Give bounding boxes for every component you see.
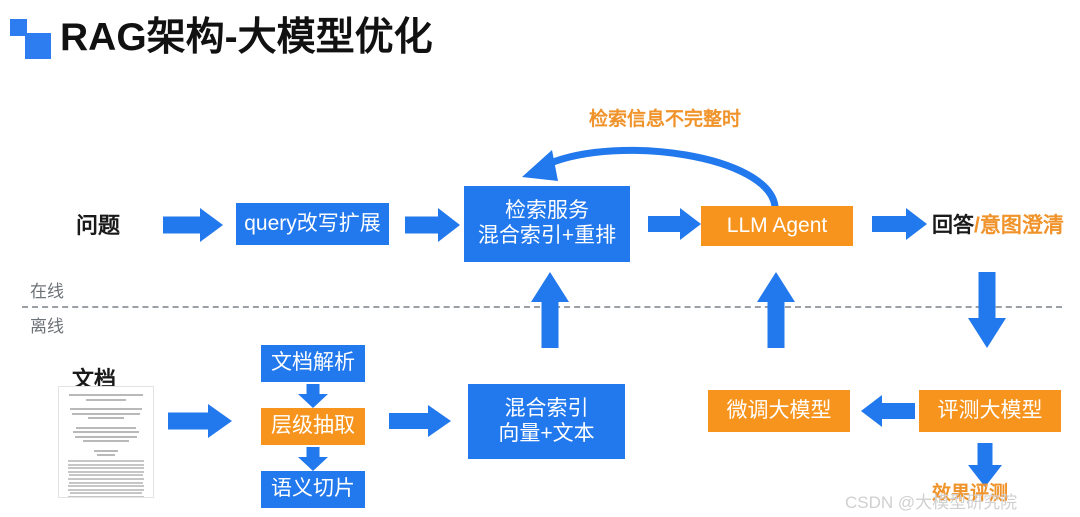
- node-semantic-chunk[interactable]: 语义切片: [261, 471, 365, 508]
- output-answer-text: 回答: [932, 214, 974, 237]
- node-llm-agent[interactable]: LLM Agent: [701, 206, 853, 246]
- node-finetune-model[interactable]: 微调大模型: [708, 390, 850, 432]
- arrow-query-to-retrieval: [405, 208, 460, 242]
- arrow-evaluate-to-result: [968, 443, 1002, 487]
- csdn-watermark: CSDN @大模型研究院: [845, 493, 1018, 512]
- evaluation-result-label: 效果评测: [932, 483, 1009, 504]
- offline-section-label: 离线: [30, 317, 64, 336]
- retrieval-service-line2: 混合索引+重排: [477, 224, 617, 247]
- feedback-condition-label: 检索信息不完整时: [589, 109, 742, 130]
- online-section-label: 在线: [30, 282, 64, 301]
- arrow-retrieval-to-agent: [648, 208, 701, 240]
- logo-square-large: [25, 33, 51, 59]
- node-doc-parse[interactable]: 文档解析: [261, 345, 365, 382]
- arrow-evaluate-to-finetune: [861, 395, 915, 427]
- arrow-parse-to-extract: [298, 384, 328, 408]
- hybrid-index-line1: 混合索引: [504, 396, 589, 420]
- output-clarify-text: /意图澄清: [974, 214, 1064, 237]
- node-hybrid-index[interactable]: 混合索引 向量+文本: [468, 384, 625, 459]
- arrow-question-to-query: [163, 208, 223, 242]
- arrow-agent-to-answer: [872, 208, 927, 240]
- arrow-index-to-retrieval: [531, 272, 569, 348]
- retrieval-service-line1: 检索服务: [505, 199, 589, 223]
- node-evaluate-model[interactable]: 评测大模型: [919, 390, 1061, 432]
- logo-square-small: [10, 19, 27, 36]
- two-squares-logo-icon: [10, 19, 52, 59]
- arrow-pipeline-to-index: [389, 405, 451, 437]
- node-query-rewrite[interactable]: query改写扩展: [236, 203, 389, 245]
- arrow-answer-to-evaluate: [968, 272, 1006, 348]
- node-hierarchy-extract[interactable]: 层级抽取: [261, 408, 365, 445]
- online-input-label: 问题: [76, 213, 121, 238]
- arrow-extract-to-chunk: [298, 447, 328, 471]
- arrow-doc-to-pipeline: [168, 404, 232, 438]
- arrow-finetune-to-agent: [757, 272, 795, 348]
- online-output-label: 回答/意图澄清: [932, 209, 1064, 239]
- node-retrieval-service[interactable]: 检索服务 混合索引+重排: [464, 186, 630, 262]
- page-title: RAG架构-大模型优化: [60, 16, 433, 59]
- paper-document-icon: [58, 386, 154, 498]
- feedback-curved-arrow-icon: [522, 146, 779, 210]
- hybrid-index-line2: 向量+文本: [498, 421, 595, 445]
